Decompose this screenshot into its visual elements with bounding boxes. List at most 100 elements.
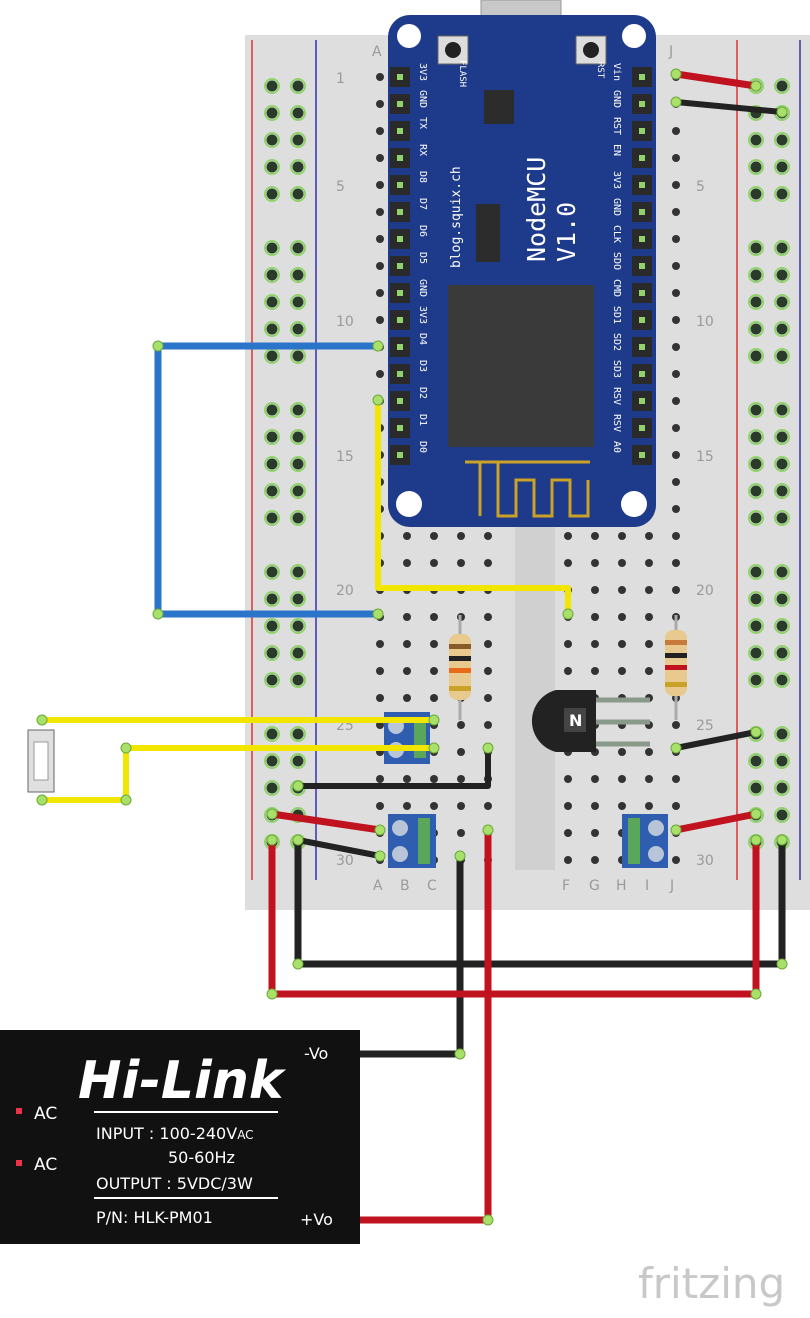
breadboard-hole <box>376 73 384 81</box>
col-label-j-top: J <box>668 44 673 60</box>
breadboard-hole <box>564 532 572 540</box>
col-label-j: J <box>669 878 674 894</box>
rail-hole <box>750 512 762 524</box>
rail-hole-ring <box>264 402 280 418</box>
flash-label: FLASH <box>457 60 467 87</box>
row-number-15-right: 15 <box>696 449 714 465</box>
wire-end <box>266 988 278 1000</box>
nodemcu-pin-left-contact <box>397 344 403 350</box>
rail-hole <box>266 350 278 362</box>
wires <box>39 70 786 1224</box>
rail-hole-ring <box>264 294 280 310</box>
chip-regulator <box>476 204 500 262</box>
breadboard-hole <box>403 532 411 540</box>
rail-hole <box>266 296 278 308</box>
breadboard-hole <box>591 586 599 594</box>
col-label-i: I <box>645 878 649 894</box>
wire-end <box>152 340 164 352</box>
wire-black-mid <box>295 745 491 789</box>
rail-hole <box>266 269 278 281</box>
breadboard-hole <box>376 181 384 189</box>
nodemcu-pin-label-right: CLK <box>611 225 622 243</box>
rail-hole-ring <box>748 132 764 148</box>
breadboard-hole <box>672 235 680 243</box>
rail-hole-ring <box>774 780 790 796</box>
rst-label: RST <box>595 62 605 79</box>
rail-hole <box>776 809 788 821</box>
breadboard-hole <box>376 235 384 243</box>
rail-hole <box>266 782 278 794</box>
rail-hole-ring <box>290 132 306 148</box>
col-label-f: F <box>562 878 570 894</box>
rail-hole <box>266 728 278 740</box>
rail-hole-ring <box>290 564 306 580</box>
rail-hole <box>292 350 304 362</box>
wire-blue <box>154 342 382 618</box>
rail-hole <box>750 431 762 443</box>
rail-hole <box>266 404 278 416</box>
breadboard-hole <box>376 154 384 162</box>
breadboard-hole <box>564 667 572 675</box>
rail-hole-ring <box>774 429 790 445</box>
breadboard-hole <box>430 559 438 567</box>
breadboard-hole <box>645 613 653 621</box>
rail-hole-ring <box>264 618 280 634</box>
breadboard-hole <box>591 667 599 675</box>
breadboard-hole <box>591 532 599 540</box>
push-button[interactable] <box>27 729 55 793</box>
breadboard-hole <box>618 613 626 621</box>
nodemcu-pin-left-contact <box>397 128 403 134</box>
nodemcu-pin-right-contact <box>639 344 645 350</box>
rail-hole <box>266 755 278 767</box>
rail-hole <box>292 269 304 281</box>
breadboard-hole <box>672 424 680 432</box>
nodemcu-pin-label-right: GND <box>611 198 622 216</box>
nodemcu-pin-label-right: A0 <box>611 441 622 453</box>
rail-hole <box>292 728 304 740</box>
breadboard-hole <box>376 208 384 216</box>
rail-hole <box>750 620 762 632</box>
breadboard-hole <box>376 370 384 378</box>
breadboard-hole <box>672 289 680 297</box>
rail-hole <box>266 647 278 659</box>
breadboard-hole <box>430 613 438 621</box>
rail-hole <box>776 134 788 146</box>
resistor-right <box>665 615 687 720</box>
breadboard-hole <box>403 775 411 783</box>
wire-end <box>372 608 384 620</box>
row-number-10: 10 <box>336 314 354 330</box>
breadboard-hole <box>618 748 626 756</box>
wire-end <box>670 96 682 108</box>
breadboard-hole <box>484 667 492 675</box>
breadboard-hole <box>672 316 680 324</box>
nodemcu-pin-label-left: RX <box>417 144 428 156</box>
rail-hole-ring <box>748 429 764 445</box>
breadboard-hole <box>564 829 572 837</box>
nodemcu-pin-label-left: D0 <box>417 441 428 453</box>
rail-hole <box>292 755 304 767</box>
rail-hole-ring <box>748 186 764 202</box>
nodemcu-pin-right-contact <box>639 155 645 161</box>
breadboard-hole <box>376 667 384 675</box>
breadboard-hole <box>430 532 438 540</box>
rail-hole-ring <box>264 105 280 121</box>
row-number-10-right: 10 <box>696 314 714 330</box>
rail-hole-ring <box>264 591 280 607</box>
rail-hole <box>776 755 788 767</box>
nodemcu-pin-right-contact <box>639 101 645 107</box>
wire-end <box>776 106 788 118</box>
row-number-20-right: 20 <box>696 583 714 599</box>
rail-hole-ring <box>264 510 280 526</box>
breadboard-hole <box>645 532 653 540</box>
breadboard-hole <box>672 397 680 405</box>
breadboard-hole <box>618 559 626 567</box>
nodemcu-pin-right-contact <box>639 371 645 377</box>
screw-terminal-bottom-left <box>388 814 436 868</box>
wire-end <box>374 824 386 836</box>
fritzing-watermark: fritzing <box>638 1259 785 1308</box>
rail-hole <box>266 566 278 578</box>
wire-end <box>36 794 48 806</box>
chip-small <box>484 90 514 124</box>
rail-hole <box>776 404 788 416</box>
mount-hole-top-right <box>622 24 646 48</box>
